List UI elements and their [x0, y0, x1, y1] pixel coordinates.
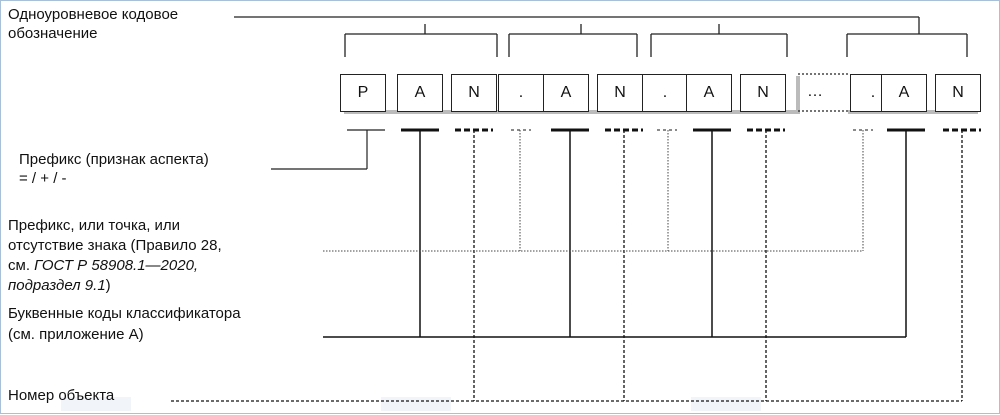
- diagram-title-line-1: Одноуровневое кодовое: [8, 6, 179, 23]
- code-cell-number: N: [935, 74, 981, 112]
- subsection-reference: подраздел 9.1: [8, 277, 106, 294]
- ellipsis-gap: …: [807, 83, 823, 100]
- code-cell-number: N: [451, 74, 497, 112]
- watermark: [61, 397, 131, 411]
- code-cell-letter: A: [881, 74, 927, 112]
- prefix-label-line-2: = / + / -: [19, 170, 67, 187]
- separator-label-line-2: отсутствие знака (Правило 28,: [8, 237, 222, 254]
- diagram-title-line-2: обозначение: [8, 25, 98, 42]
- letter-codes-label-line-1: Буквенные коды классификатора: [8, 305, 241, 322]
- prefix-label-line-1: Префикс (признак аспекта): [19, 151, 209, 168]
- separator-label-ref-prefix: см.: [8, 257, 35, 274]
- separator-label-line-3: см. ГОСТ Р 58908.1—2020,: [8, 256, 198, 275]
- cell-shadow: [344, 110, 798, 114]
- code-cell-number: N: [597, 74, 643, 112]
- object-number-label: Номер объекта: [8, 387, 115, 404]
- code-cell-letter: A: [543, 74, 589, 112]
- code-cell-letter: A: [397, 74, 443, 112]
- code-cell-number: N: [740, 74, 786, 112]
- code-cell-separator: .: [642, 74, 688, 112]
- code-cell-letter: A: [686, 74, 732, 112]
- cell-shadow: [848, 110, 978, 114]
- closing-paren: ): [105, 277, 111, 294]
- standard-reference: ГОСТ Р 58908.1—2020,: [34, 257, 199, 274]
- letter-codes-label-line-2: (см. приложение А): [8, 326, 144, 343]
- separator-label-line-4: подраздел 9.1): [8, 276, 111, 295]
- cell-shadow: [796, 76, 800, 114]
- separator-label-line-1: Префикс, или точка, или: [8, 217, 181, 234]
- code-cell-separator: .: [498, 74, 544, 112]
- code-cell-prefix: P: [340, 74, 386, 112]
